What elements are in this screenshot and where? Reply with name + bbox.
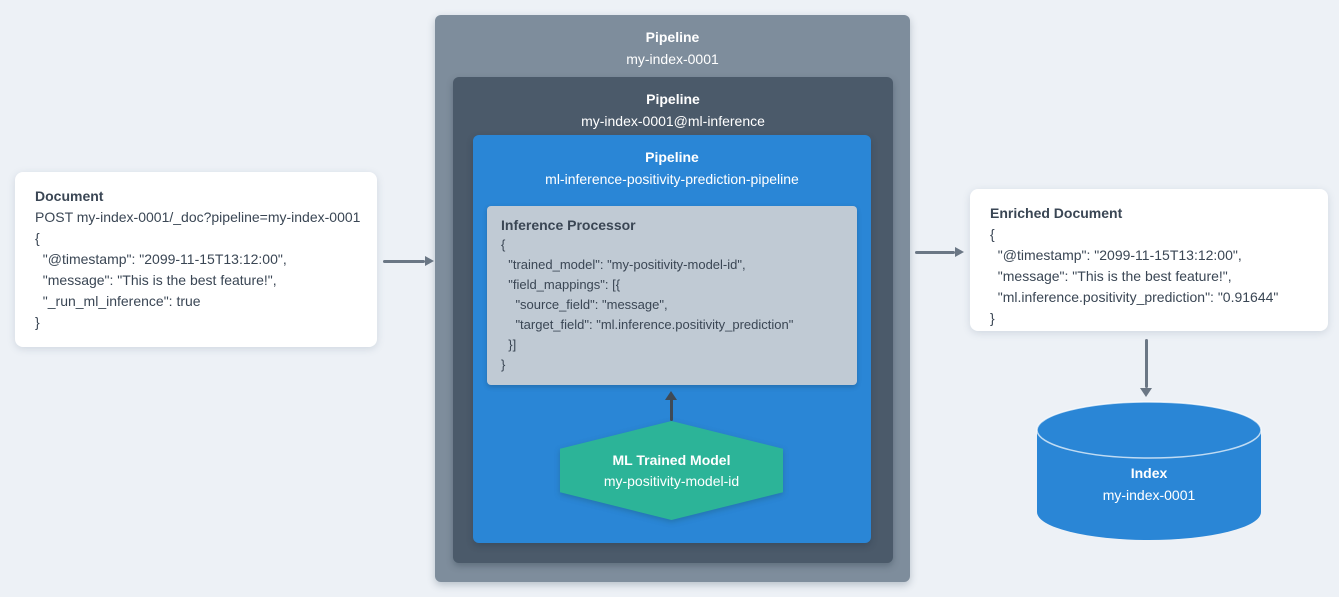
pipeline-prediction-header: Pipeline ml-inference-positivity-predict…	[473, 135, 871, 190]
document-card: Document POST my-index-0001/_doc?pipelin…	[15, 172, 377, 347]
arrow-shaft	[915, 251, 955, 254]
arrow-shaft	[1145, 339, 1148, 388]
arrow-shaft	[670, 399, 673, 421]
arrow-head	[665, 391, 677, 400]
arrow-head	[1140, 388, 1152, 397]
enriched-document-title: Enriched Document	[990, 205, 1123, 221]
inference-processor-json: { "trained_model": "my-positivity-model-…	[501, 235, 843, 375]
index-label: Index my-index-0001	[1035, 462, 1263, 506]
code-line: "_run_ml_inference": true	[35, 293, 201, 309]
pipeline-outer-box: Pipeline my-index-0001 Pipeline my-index…	[435, 15, 910, 582]
enriched-document-card: Enriched Document { "@timestamp": "2099-…	[970, 189, 1328, 331]
index-cylinder: Index my-index-0001	[1035, 400, 1263, 542]
pipeline-ml-inference-title: Pipeline	[646, 91, 700, 107]
pipeline-outer-header: Pipeline my-index-0001	[435, 15, 910, 70]
arrow-enriched-to-index-icon	[1140, 339, 1153, 397]
arrow-shaft	[383, 260, 425, 263]
index-name: my-index-0001	[1102, 487, 1196, 503]
index-title: Index	[1130, 465, 1168, 481]
arrow-head	[425, 256, 434, 266]
document-json: POST my-index-0001/_doc?pipeline=my-inde…	[35, 207, 361, 333]
code-line: "ml.inference.positivity_prediction": "0…	[990, 289, 1279, 305]
arrow-model-to-processor-icon	[665, 391, 678, 421]
code-line: "@timestamp": "2099-11-15T13:12:00",	[35, 251, 287, 267]
inference-processor-box: Inference Processor { "trained_model": "…	[487, 206, 857, 385]
code-line: {	[35, 230, 40, 246]
arrow-head	[955, 247, 964, 257]
pipeline-ml-inference-name: my-index-0001@ml-inference	[581, 113, 765, 129]
ml-trained-model-hexagon: ML Trained Model my-positivity-model-id	[560, 421, 783, 520]
ml-trained-model-title: ML Trained Model	[612, 451, 731, 468]
code-line: "@timestamp": "2099-11-15T13:12:00",	[990, 247, 1242, 263]
code-line: "target_field": "ml.inference.positivity…	[501, 317, 794, 332]
code-line: }]	[501, 337, 517, 352]
pipeline-outer-title: Pipeline	[645, 29, 700, 45]
inference-processor-title: Inference Processor	[501, 217, 636, 233]
code-line: }	[35, 314, 40, 330]
ml-trained-model-name: my-positivity-model-id	[603, 472, 740, 489]
enriched-document-json: { "@timestamp": "2099-11-15T13:12:00", "…	[990, 224, 1308, 329]
code-line: "field_mappings": [{	[501, 277, 621, 292]
pipeline-prediction-title: Pipeline	[645, 149, 699, 165]
code-line: "message": "This is the best feature!",	[990, 268, 1232, 284]
code-line: "source_field": "message",	[501, 297, 668, 312]
document-card-title: Document	[35, 188, 104, 204]
code-line: "message": "This is the best feature!",	[35, 272, 277, 288]
pipeline-ml-inference-header: Pipeline my-index-0001@ml-inference	[453, 77, 893, 132]
code-line: "trained_model": "my-positivity-model-id…	[501, 257, 746, 272]
pipeline-prediction-box: Pipeline ml-inference-positivity-predict…	[473, 135, 871, 543]
code-line: {	[990, 226, 995, 242]
cylinder-shape	[1036, 401, 1262, 540]
hexagon-shape: ML Trained Model my-positivity-model-id	[560, 421, 783, 520]
code-line: }	[990, 310, 995, 326]
arrow-document-to-pipeline-icon	[383, 255, 434, 268]
code-line: {	[501, 237, 506, 252]
code-line: POST my-index-0001/_doc?pipeline=my-inde…	[35, 209, 361, 225]
pipeline-prediction-name: ml-inference-positivity-prediction-pipel…	[545, 171, 799, 187]
pipeline-outer-name: my-index-0001	[626, 51, 719, 67]
arrow-pipeline-to-enriched-icon	[915, 246, 964, 259]
pipeline-ml-inference-box: Pipeline my-index-0001@ml-inference Pipe…	[453, 77, 893, 563]
code-line: }	[501, 357, 506, 372]
